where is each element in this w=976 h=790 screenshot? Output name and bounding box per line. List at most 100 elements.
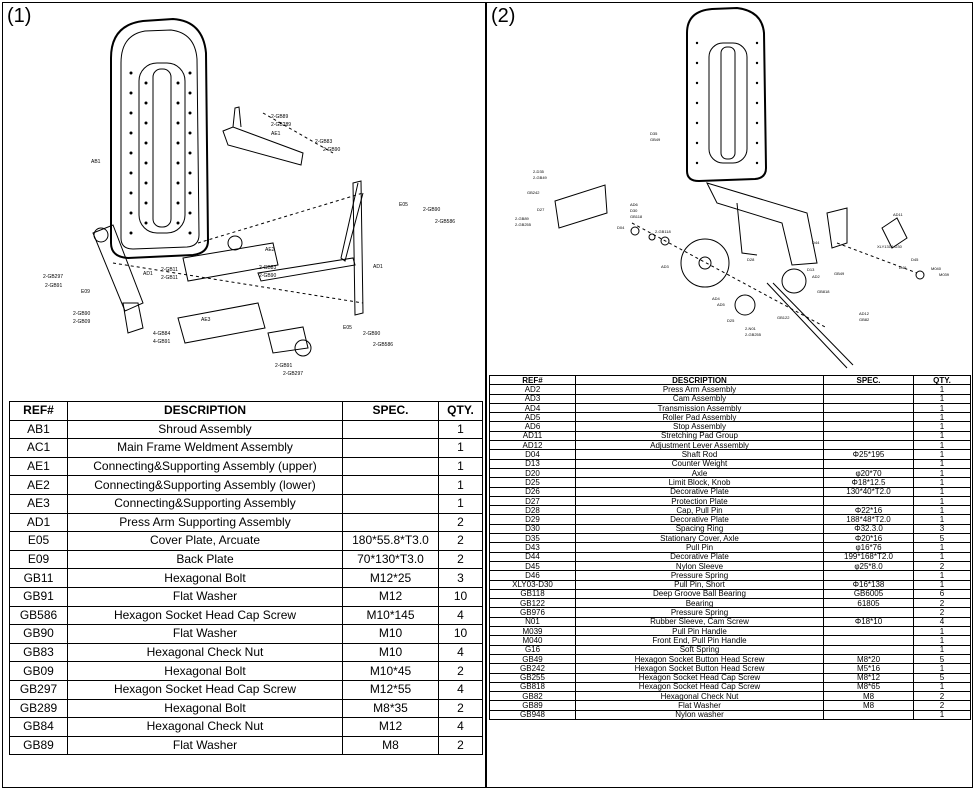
cell-spec: Φ18*12.5 (823, 477, 914, 488)
cell-ref: AE3 (9, 493, 68, 514)
cell-spec: Φ32.3.0 (823, 523, 914, 535)
cell-ref: GB297 (9, 679, 68, 700)
cell-qty: 6 (913, 588, 971, 600)
cell-ref: GB89 (489, 700, 576, 711)
cell-spec (823, 440, 914, 451)
cell-description: Transmission Assembly (575, 402, 824, 414)
cell-spec: M8*12 (823, 672, 914, 683)
cell-description: Cap, Pull Pin (575, 505, 824, 516)
col-qty: QTY. (438, 401, 483, 421)
cell-qty: 1 (438, 493, 483, 514)
svg-text:GB118: GB118 (630, 214, 643, 219)
svg-text:2-GB289: 2-GB289 (271, 122, 291, 128)
cell-spec: M8 (342, 735, 439, 756)
cell-qty: 3 (913, 523, 971, 535)
svg-text:2-GB586: 2-GB586 (435, 219, 455, 225)
cell-spec (823, 644, 914, 655)
cell-spec: M12*25 (342, 568, 439, 588)
svg-text:XLY1314-D30: XLY1314-D30 (877, 244, 903, 249)
cell-spec (342, 475, 439, 495)
cell-qty: 10 (438, 624, 483, 644)
cell-description: Connecting&Supporting Assembly (upper) (67, 456, 343, 477)
cell-description: Pressure Spring (575, 607, 824, 618)
cell-spec: Φ20*16 (823, 533, 914, 544)
cell-qty: 5 (913, 533, 971, 544)
cell-ref: GB89 (9, 735, 68, 756)
cell-ref: D20 (489, 467, 576, 479)
cell-qty: 2 (438, 531, 483, 551)
svg-text:2-GB255: 2-GB255 (515, 222, 532, 227)
cell-spec: Φ18*10 (823, 616, 914, 628)
cell-spec (823, 421, 914, 432)
svg-text:D44: D44 (812, 240, 820, 245)
cell-ref: E05 (9, 531, 68, 551)
col-description: DESCRIPTION (67, 401, 343, 421)
cell-description: Axle (575, 467, 824, 479)
col-spec: SPEC. (823, 374, 914, 386)
col-ref: REF# (9, 401, 68, 421)
cell-description: Stop Assembly (575, 421, 824, 432)
cell-spec: 180*55.8*T3.0 (342, 531, 439, 551)
cell-qty: 1 (438, 475, 483, 495)
cell-description: Hexagonal Bolt (67, 661, 343, 681)
table-header-row: REF# DESCRIPTION SPEC. QTY. (9, 401, 483, 421)
cell-description: Hexagon Socket Head Cap Screw (67, 679, 343, 700)
cell-qty: 2 (438, 735, 483, 756)
cell-ref: AD3 (489, 393, 576, 404)
cell-qty: 1 (913, 477, 971, 488)
cell-description: Decorative Plate (575, 551, 824, 562)
cell-spec (823, 430, 914, 442)
cell-ref: D46 (489, 570, 576, 581)
cell-ref: AD1 (9, 512, 68, 533)
cell-description: Counter Weight (575, 458, 824, 469)
cell-spec (823, 635, 914, 646)
cell-ref: D35 (489, 533, 576, 544)
cell-spec (342, 456, 439, 477)
cell-description: Pull Pin (575, 542, 824, 553)
cell-qty: 1 (913, 402, 971, 414)
cell-ref: AC1 (9, 438, 68, 458)
cell-ref: N01 (489, 616, 576, 628)
cell-spec (823, 412, 914, 423)
cell-spec (823, 607, 914, 618)
cell-description: Nylon washer (575, 709, 824, 721)
cell-ref: D25 (489, 477, 576, 488)
svg-text:4-GB91: 4-GB91 (153, 339, 170, 345)
cell-qty: 1 (913, 430, 971, 442)
cell-spec (342, 493, 439, 514)
cell-ref: GB49 (489, 653, 576, 665)
cell-qty: 1 (913, 709, 971, 721)
cell-ref: AD4 (489, 402, 576, 414)
cell-qty: 1 (438, 419, 483, 440)
cell-spec (823, 709, 914, 721)
cell-spec: M8*65 (823, 681, 914, 693)
svg-text:AD4: AD4 (712, 296, 721, 301)
cell-ref: GB82 (489, 691, 576, 702)
cell-spec: M8*20 (823, 653, 914, 665)
cell-ref: D26 (489, 486, 576, 497)
cell-qty: 1 (913, 635, 971, 646)
col-description: DESCRIPTION (575, 374, 824, 386)
cell-description: Rubber Sleeve, Cam Screw (575, 616, 824, 628)
cell-description: Cam Assembly (575, 393, 824, 404)
cell-description: Decorative Plate (575, 486, 824, 497)
cell-ref: GB83 (9, 642, 68, 663)
cell-description: Press Arm Assembly (575, 384, 824, 395)
col-ref: REF# (489, 374, 576, 386)
cell-ref: AD2 (489, 384, 576, 395)
cell-description: Flat Washer (67, 735, 343, 756)
cell-qty: 1 (913, 486, 971, 497)
svg-text:AD12: AD12 (859, 311, 870, 316)
